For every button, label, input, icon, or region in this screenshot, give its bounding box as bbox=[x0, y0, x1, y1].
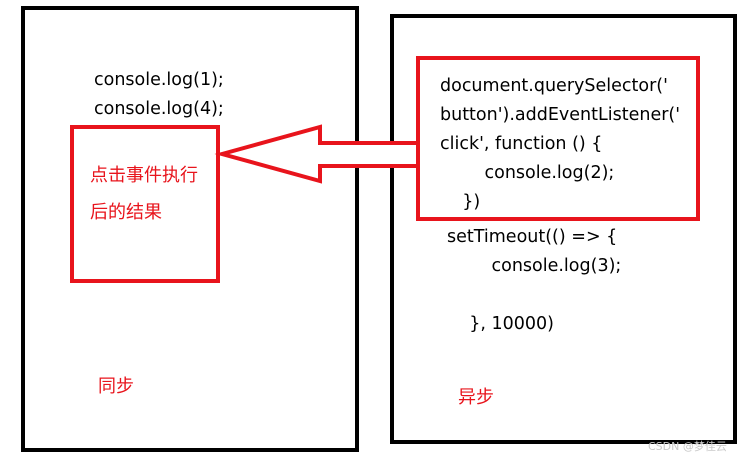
timeout-code-line: console.log(3); bbox=[447, 256, 622, 276]
sync-code-block: console.log(1); console.log(4); bbox=[94, 66, 224, 124]
sync-code-line: console.log(4); bbox=[94, 99, 224, 119]
listener-code-line: button').addEventListener(' bbox=[440, 105, 681, 125]
event-result-text: 点击事件执行后的结果 bbox=[90, 165, 198, 223]
listener-code-line: click', function () { bbox=[440, 134, 603, 154]
listener-code-line: document.querySelector(' bbox=[440, 76, 668, 96]
timeout-code-line: }, 10000) bbox=[447, 314, 555, 334]
sync-code-line: console.log(1); bbox=[94, 70, 224, 90]
listener-code-line: console.log(2); bbox=[440, 163, 615, 183]
event-result-box bbox=[70, 125, 220, 283]
sync-label: 同步 bbox=[98, 376, 134, 397]
event-listener-box bbox=[416, 56, 700, 221]
async-label: 异步 bbox=[458, 387, 494, 408]
timeout-code-line: setTimeout(() => { bbox=[447, 227, 618, 247]
timeout-code: setTimeout(() => { console.log(3);​ }, 1… bbox=[447, 223, 621, 339]
watermark: CSDN @梦佳云 bbox=[648, 440, 727, 453]
listener-code-line: }) bbox=[440, 192, 481, 212]
event-listener-code: document.querySelector(' button').addEven… bbox=[440, 72, 680, 217]
